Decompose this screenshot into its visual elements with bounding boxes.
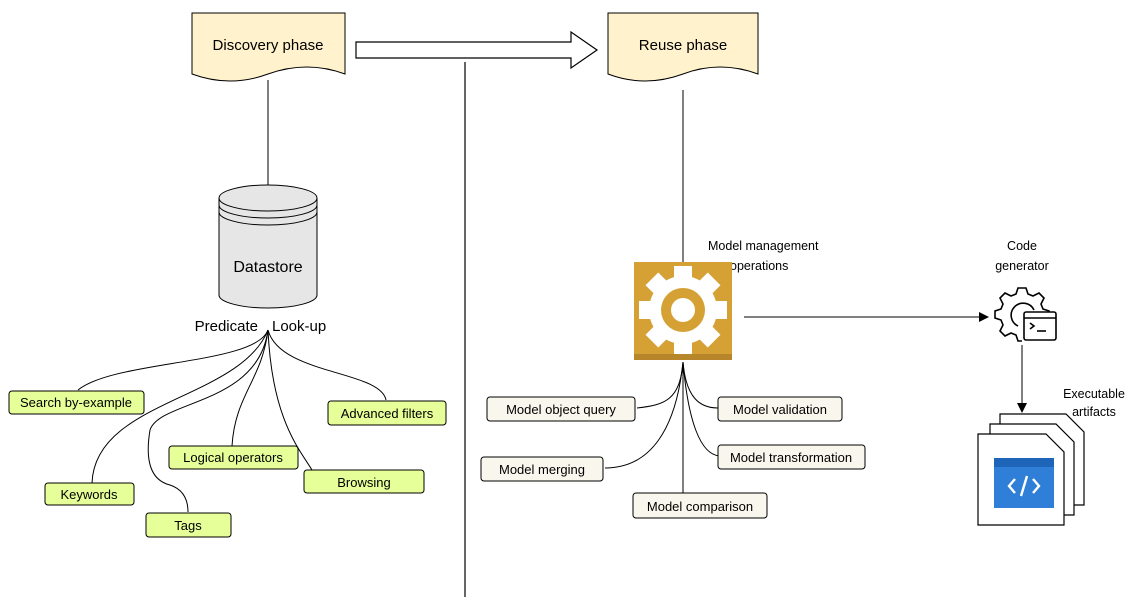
predicate-label: Predicate	[195, 318, 258, 335]
datastore-cylinder: Datastore	[218, 184, 318, 309]
model-validation-box: Model validation	[717, 396, 843, 422]
executable-artifacts-icon	[977, 413, 1085, 526]
branch-merging	[604, 361, 684, 469]
code-generator-label-line2: generator	[995, 259, 1049, 273]
keywords-label: Keywords	[60, 487, 118, 502]
search-by-example-box: Search by-example	[8, 390, 145, 415]
discovery-phase-label: Discovery phase	[213, 37, 324, 54]
executable-artifacts-label-line2: artifacts	[1072, 405, 1116, 419]
keywords-box: Keywords	[44, 482, 135, 506]
search-by-example-label: Search by-example	[20, 395, 132, 410]
reuse-phase-shape	[607, 12, 759, 82]
model-validation-label: Model validation	[733, 402, 827, 417]
datastore-label: Datastore	[233, 259, 302, 276]
branch-validation	[682, 361, 719, 409]
model-merging-label: Model merging	[499, 462, 585, 477]
model-merging-box: Model merging	[480, 456, 604, 482]
branch-transformation	[682, 361, 721, 457]
tags-label: Tags	[174, 518, 202, 533]
discovery-branches	[77, 329, 387, 513]
lookup-label: Look-up	[272, 318, 326, 335]
browsing-label: Browsing	[337, 475, 390, 490]
model-comparison-box: Model comparison	[632, 492, 768, 519]
branch-keywords	[91, 329, 269, 484]
branch-logical-operators	[231, 329, 269, 447]
model-management-label-line2: operations	[730, 259, 788, 273]
model-transformation-box: Model transformation	[717, 444, 866, 470]
model-management-label-line1: Model management	[708, 239, 819, 253]
logical-operators-box: Logical operators	[168, 445, 299, 470]
model-comparison-label: Model comparison	[647, 499, 753, 514]
discovery-phase-box: Discovery phase	[191, 12, 346, 82]
logical-operators-label: Logical operators	[183, 450, 283, 465]
model-object-query-box: Model object query	[486, 396, 636, 422]
model-object-query-label: Model object query	[506, 402, 616, 417]
branch-browsing	[267, 329, 313, 471]
reuse-phase-label: Reuse phase	[639, 37, 727, 54]
discovery-phase-shape	[191, 12, 346, 82]
executable-artifacts-label-line1: Executable	[1063, 387, 1125, 401]
branch-search-by-example	[77, 329, 269, 391]
tags-box: Tags	[145, 512, 232, 538]
reuse-branches	[604, 361, 721, 493]
code-generator-icon	[994, 287, 1057, 342]
reuse-phase-box: Reuse phase	[607, 12, 759, 82]
model-transformation-label: Model transformation	[730, 450, 852, 465]
phase-transition-arrow	[355, 30, 599, 70]
branch-tags	[147, 329, 269, 513]
model-management-gear-icon	[634, 262, 732, 360]
browsing-box: Browsing	[303, 469, 425, 494]
advanced-filters-label: Advanced filters	[341, 406, 434, 421]
branch-advanced-filters	[267, 329, 387, 401]
advanced-filters-box: Advanced filters	[327, 400, 447, 426]
code-generator-label-line1: Code	[1007, 239, 1037, 253]
